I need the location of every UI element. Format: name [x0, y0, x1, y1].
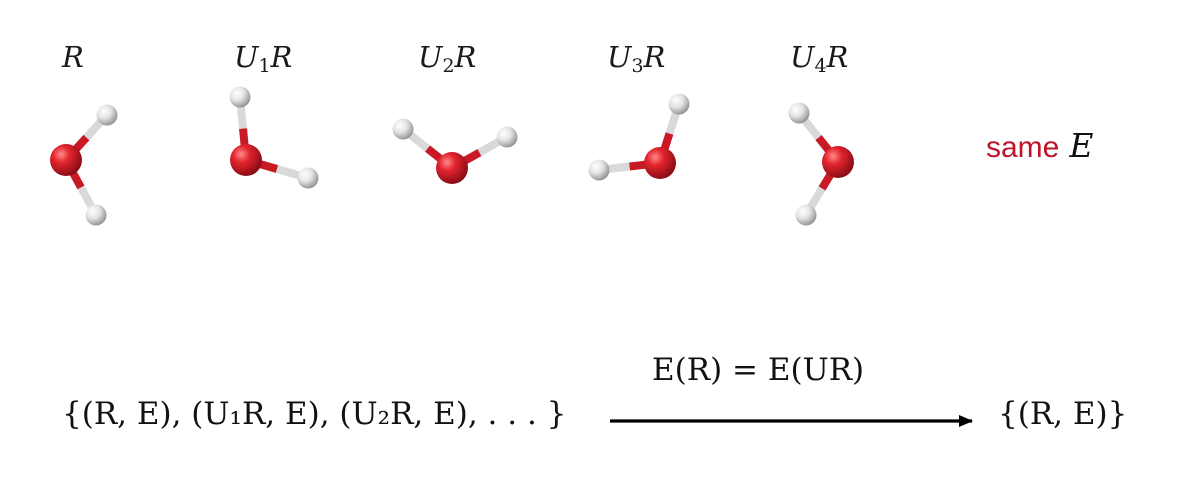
water-molecule-4: [588, 93, 690, 181]
hydrogen-atom: [85, 204, 107, 226]
oxygen-atom: [436, 152, 468, 184]
oxygen-atom: [644, 147, 676, 179]
hydrogen-atom: [229, 86, 251, 108]
oxygen-atom: [822, 146, 854, 178]
reduced-dataset: {(R, E)}: [998, 396, 1128, 432]
molecule-label-u1r: U1R: [234, 40, 293, 77]
water-molecule-3: [392, 118, 518, 184]
molecule-label-u2r: U2R: [418, 40, 477, 77]
hydrogen-atom: [297, 167, 319, 189]
invariance-relation: E(R) = E(UR): [652, 352, 865, 388]
hydrogen-atom: [795, 204, 817, 226]
hydrogen-atom: [96, 104, 118, 126]
oxygen-atom: [50, 144, 82, 176]
same-energy-word: same: [986, 131, 1060, 164]
energy-symbol: E: [1069, 126, 1094, 165]
oxygen-atom: [230, 144, 262, 176]
water-molecule-5: [788, 102, 854, 226]
augmented-dataset: {(R, E), (U₁R, E), (U₂R, E), . . . }: [62, 396, 567, 432]
hydrogen-atom: [668, 93, 690, 115]
water-molecule-1: [50, 104, 118, 226]
molecule-label-u3r: U3R: [607, 40, 666, 77]
molecule-label-u4r: U4R: [790, 40, 849, 77]
hydrogen-atom: [496, 126, 518, 148]
hydrogen-atom: [392, 118, 414, 140]
same-energy-note: same E: [986, 126, 1093, 165]
molecule-label-r: R: [62, 40, 84, 74]
hydrogen-atom: [588, 159, 610, 181]
water-molecule-2: [229, 86, 319, 189]
hydrogen-atom: [788, 102, 810, 124]
